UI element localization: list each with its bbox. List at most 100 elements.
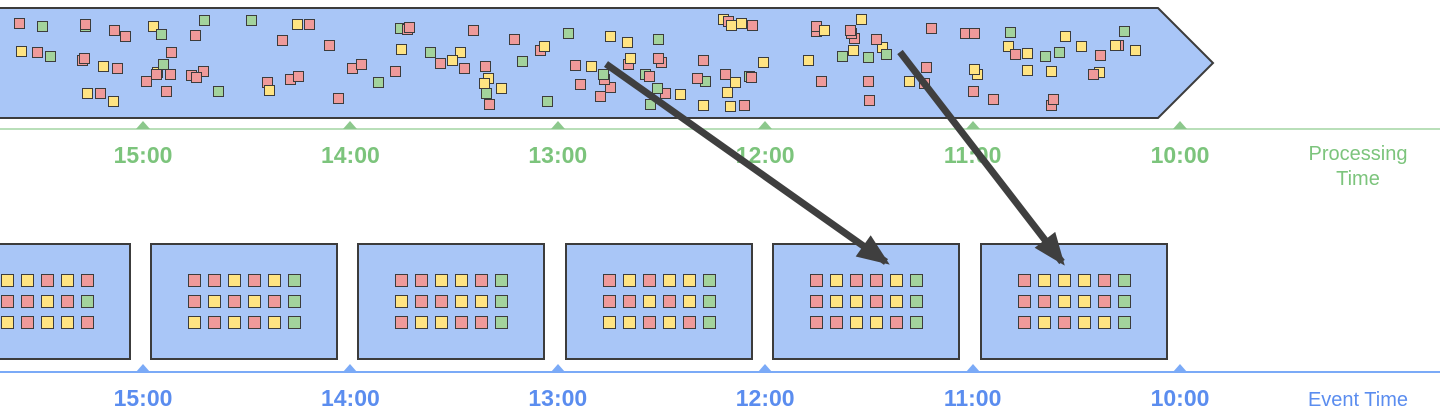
window-event-square — [228, 316, 241, 329]
stream-event-square — [876, 41, 888, 53]
window-event-square — [1017, 274, 1031, 287]
stream-event-square — [108, 25, 120, 37]
stream-event-square — [700, 75, 712, 87]
stream-event-square — [659, 88, 671, 100]
window-event-square — [850, 316, 864, 329]
stream-event-square — [598, 69, 610, 81]
stream-event-square — [968, 86, 980, 98]
tick-label: 11:00 — [943, 385, 1002, 411]
window-event-square — [228, 274, 241, 287]
window-event-square — [188, 295, 201, 308]
stream-event-square — [569, 60, 581, 72]
stream-event-square — [744, 71, 756, 83]
window-event-square — [60, 274, 74, 287]
window-event-square — [248, 316, 261, 329]
window-event-square — [435, 274, 449, 287]
stream-event-square — [655, 56, 667, 68]
window-event-square — [830, 316, 844, 329]
stream-event-square — [355, 59, 367, 71]
stream-event-square — [819, 24, 831, 36]
window-event-square — [228, 295, 241, 308]
stream-event-square — [107, 96, 119, 108]
window-event-square — [415, 274, 429, 287]
axis-tick — [136, 121, 150, 129]
window-event-square — [495, 316, 509, 329]
stream-event-square — [147, 21, 159, 33]
stream-event-square — [595, 91, 607, 103]
stream-event-square — [810, 21, 822, 33]
window-event-square — [475, 295, 489, 308]
window-event-square — [850, 274, 864, 287]
stream-event-square — [624, 52, 636, 64]
window-event-square — [1057, 295, 1071, 308]
stream-event-square — [1060, 30, 1072, 42]
window-event-square — [1037, 295, 1051, 308]
stream-event-square — [539, 41, 551, 53]
stream-event-square — [111, 62, 123, 74]
stream-event-square — [332, 93, 344, 105]
window-event-square — [0, 274, 14, 287]
stream-event-square — [674, 88, 686, 100]
window-event-square — [602, 316, 616, 329]
stream-event-square — [186, 70, 198, 82]
stream-event-square — [467, 25, 479, 37]
stream-event-square — [718, 14, 730, 26]
tick-label: 14:00 — [320, 385, 380, 411]
stream-event-square — [968, 64, 980, 76]
stream-event-square — [347, 62, 359, 74]
stream-event-square — [390, 65, 402, 77]
stream-event-square — [640, 68, 652, 80]
stream-event-square — [292, 71, 304, 83]
window-event-square — [395, 274, 409, 287]
window-event-square — [80, 316, 94, 329]
window-event-square — [435, 316, 449, 329]
stream-event-square — [1110, 40, 1122, 52]
window-event-square — [475, 274, 489, 287]
window-event-square — [415, 316, 429, 329]
axis-tick — [343, 121, 358, 129]
stream-event-square — [1087, 69, 1099, 81]
window-event-square — [268, 274, 281, 287]
stream-event-square — [848, 32, 860, 44]
window-event-square — [395, 316, 409, 329]
stream-event-square — [880, 48, 892, 60]
stream-event-square — [725, 19, 737, 31]
window-event-square — [870, 274, 884, 287]
stream-event-square — [455, 47, 467, 59]
window-event-square — [642, 316, 656, 329]
window-event-square — [1097, 295, 1111, 308]
window-event-square — [890, 295, 904, 308]
stream-event-square — [482, 72, 494, 84]
stream-event-square — [158, 59, 170, 71]
stream-event-square — [643, 70, 655, 82]
window-event-square — [188, 274, 201, 287]
event-time-window — [0, 243, 131, 360]
tick-label: 12:00 — [735, 142, 795, 168]
stream-event-square — [1112, 40, 1124, 52]
stream-event-square — [151, 69, 163, 81]
stream-event-square — [36, 20, 48, 32]
tick-label: 10:00 — [1150, 142, 1210, 168]
window-event-square — [830, 295, 844, 308]
window-event-square — [702, 316, 716, 329]
stream-event-square — [926, 22, 937, 34]
stream-event-square — [509, 33, 521, 45]
stream-event-square — [1047, 94, 1059, 106]
window-event-square — [1037, 316, 1051, 329]
stream-event-square — [862, 51, 874, 63]
stream-event-square — [119, 30, 131, 42]
stream-event-square — [79, 21, 91, 33]
axis-tick — [343, 364, 358, 372]
window-event-square — [1077, 274, 1091, 287]
stream-event-square — [155, 28, 167, 40]
stream-event-square — [1021, 64, 1033, 76]
stream-event-square — [919, 78, 931, 90]
stream-event-square — [516, 56, 528, 68]
stream-event-square — [190, 71, 202, 83]
window-event-square — [1057, 316, 1071, 329]
stream-event-square — [98, 60, 110, 72]
window-event-square — [208, 295, 221, 308]
stream-event-square — [722, 86, 734, 98]
